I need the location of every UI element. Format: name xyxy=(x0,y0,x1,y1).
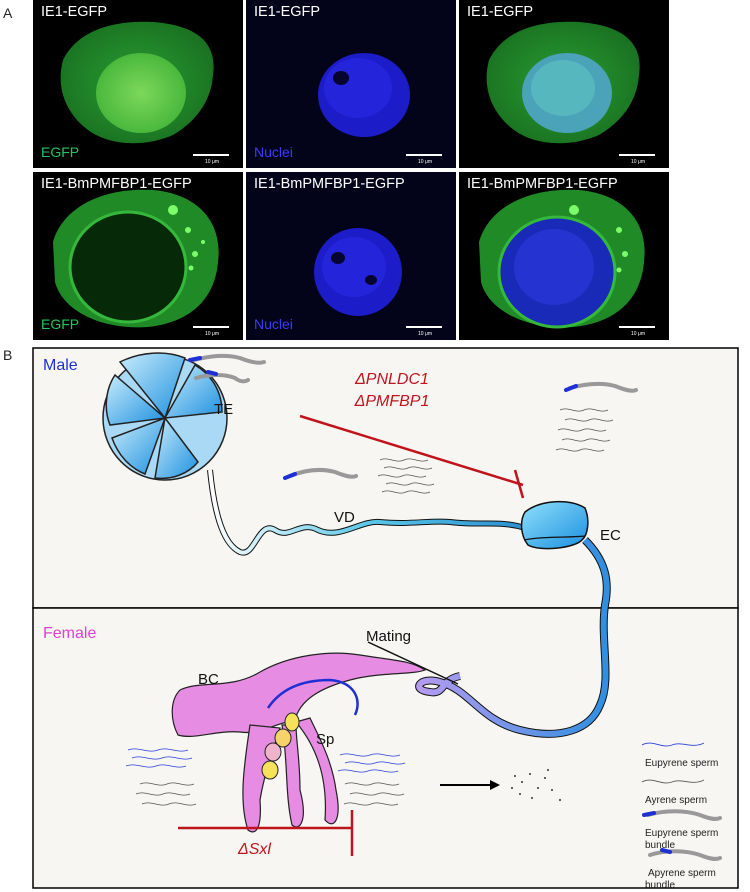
bc-label: BC xyxy=(198,671,219,688)
legend-apyrene-bundle-label-2: bundle xyxy=(645,880,675,891)
eupyrene-sperm-cluster xyxy=(125,748,406,773)
eupyrene-bundle-icon xyxy=(564,381,638,393)
legend-eupyrene-sperm-icon xyxy=(641,742,705,747)
right-arrow-icon xyxy=(440,780,500,790)
scale-text: 10 μm xyxy=(205,159,219,165)
apyrene-bundle-icon xyxy=(194,370,250,384)
legend-apyrene-sperm-icon xyxy=(641,779,705,784)
spermatheca xyxy=(242,678,359,833)
scale-text: 10 μm xyxy=(418,331,432,337)
female-label: Female xyxy=(43,625,96,642)
channel-label: EGFP xyxy=(41,316,80,332)
cell-image xyxy=(60,21,214,144)
micrograph-egfp-pmfbp1: IE1-BmPMFBP1-EGFP EGFP 10 μm xyxy=(33,172,243,340)
apyrene-sperm-cluster xyxy=(555,408,614,452)
micrograph-egfp-control: IE1-EGFP EGFP 10 μm xyxy=(33,0,243,168)
vas-deferens-fill xyxy=(208,469,526,555)
female-block-arrow xyxy=(178,810,354,856)
ec-label: EC xyxy=(600,527,621,544)
cell-image xyxy=(53,189,219,328)
apyrene-sperm-cluster xyxy=(377,458,435,494)
scale-bar xyxy=(193,154,229,156)
cell-image xyxy=(479,189,645,329)
te-label: TE xyxy=(214,401,233,418)
channel-label: EGFP xyxy=(41,144,80,160)
construct-label: IE1-EGFP xyxy=(467,4,534,20)
female-box xyxy=(32,607,739,889)
block-label-sxl: ΔSxl xyxy=(237,841,271,858)
construct-label: IE1-BmPMFBP1-EGFP xyxy=(254,176,405,192)
cell-image xyxy=(314,228,402,316)
cell-image xyxy=(318,53,410,137)
scale-bar xyxy=(619,154,655,156)
scale-bar xyxy=(406,154,442,156)
construct-label: IE1-EGFP xyxy=(41,4,108,20)
block-label-pnldc1: ΔPNLDC1 xyxy=(354,371,429,388)
scale-text: 10 μm xyxy=(631,159,645,165)
micrograph-nuclei-pmfbp1: IE1-BmPMFBP1-EGFP Nuclei 10 μm xyxy=(246,172,456,340)
micrograph-merge-control: IE1-EGFP 10 μm xyxy=(459,0,669,168)
sp-label: Sp xyxy=(316,731,334,748)
scale-bar xyxy=(619,326,655,328)
construct-label: IE1-BmPMFBP1-EGFP xyxy=(41,176,192,192)
panel-a-letter: A xyxy=(3,5,13,21)
legend-eupyrene-bundle-label-2: bundle xyxy=(645,840,675,851)
micrograph-merge-pmfbp1: IE1-BmPMFBP1-EGFP 10 μm xyxy=(459,172,669,340)
block-label-pmfbp1: ΔPMFBP1 xyxy=(354,393,430,410)
mating-pointer xyxy=(367,641,459,685)
testis xyxy=(102,352,228,481)
construct-label: IE1-EGFP xyxy=(254,4,321,20)
bursa-copulatrix xyxy=(171,652,427,738)
legend-apyrene-bundle-icon xyxy=(648,848,722,861)
construct-label: IE1-BmPMFBP1-EGFP xyxy=(467,176,618,192)
scale-text: 10 μm xyxy=(631,331,645,337)
scale-text: 10 μm xyxy=(205,331,219,337)
cell-image xyxy=(486,21,640,144)
panel-b-letter: B xyxy=(3,347,13,363)
male-label: Male xyxy=(43,357,78,374)
channel-label: Nuclei xyxy=(254,144,293,160)
scale-bar xyxy=(193,326,229,328)
eupyrene-bundle-icon xyxy=(283,467,358,480)
apyrene-sperm-cluster xyxy=(135,782,405,806)
micrograph-nuclei-control: IE1-EGFP Nuclei 10 μm xyxy=(246,0,456,168)
legend-apyrene-sperm-label: Ayrene sperm xyxy=(645,795,707,806)
vd-label: VD xyxy=(334,509,355,526)
mating-label: Mating xyxy=(366,628,411,645)
legend-eupyrene-bundle-label: Eupyrene sperm xyxy=(645,828,718,839)
degraded-sperm-dots xyxy=(511,769,561,801)
channel-label: Nuclei xyxy=(254,316,293,332)
legend-eupyrene-sperm-label: Eupyrene sperm xyxy=(645,758,718,769)
legend-eupyrene-bundle-icon xyxy=(642,809,722,821)
scale-bar xyxy=(406,326,442,328)
eupyrene-bundle-icon xyxy=(188,353,266,365)
male-block-arrow xyxy=(299,414,525,499)
ejaculatory-complex xyxy=(520,500,589,550)
scale-text: 10 μm xyxy=(418,159,432,165)
legend-apyrene-bundle-label: Apyrene sperm xyxy=(648,868,716,879)
ejaculatory-duct-fill xyxy=(416,537,610,737)
